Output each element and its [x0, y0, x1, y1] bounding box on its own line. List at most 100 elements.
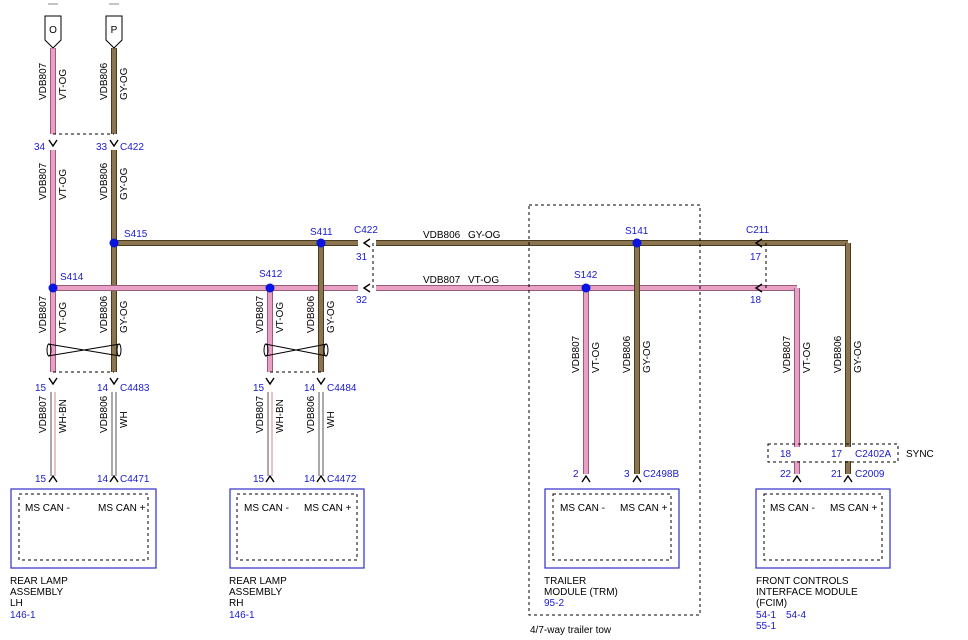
connector-id: C2009 — [855, 469, 885, 480]
wire-circuit-label: VDB807 — [38, 395, 49, 433]
pin-label-ms-can-plus: MS CAN + — [620, 503, 668, 514]
pin-number: 22 — [780, 469, 792, 480]
trailer-tow-label: 4/7-way trailer tow — [530, 625, 612, 636]
sync-label: SYNC — [906, 449, 934, 460]
wire-lower-lh — [50, 392, 117, 476]
module-name: ASSEMBLY — [10, 587, 63, 598]
wire-color-label: GY-OG — [326, 300, 337, 333]
pin-label-ms-can-plus: MS CAN + — [98, 503, 146, 514]
pin-numbers: 34 33 31 32 17 18 15 14 15 14 15 14 15 1… — [34, 142, 843, 485]
connector-id: C4472 — [327, 474, 357, 485]
wire-circuit-label: VDB806 — [306, 295, 317, 333]
pin-number: 17 — [831, 449, 843, 460]
splice-s414 — [48, 283, 58, 293]
wire-circuit-label: VDB807 — [782, 335, 793, 373]
pin-number: 18 — [750, 295, 762, 306]
wire-circuit-label: VDB806 — [99, 395, 110, 433]
connector-id: C4483 — [120, 383, 150, 394]
wire-circuit-label: VDB806 — [833, 335, 844, 373]
pin-label-ms-can-plus: MS CAN + — [830, 503, 878, 514]
wire-rh-verticals — [267, 243, 324, 372]
wire-circuit-label: VDB806 — [99, 295, 110, 333]
wire-circuit-label: VDB807 — [255, 395, 266, 433]
wire-circuit-label: VDB807 — [38, 295, 49, 333]
pin-number: 34 — [34, 142, 46, 153]
pin-number: 14 — [304, 383, 316, 394]
wire-color-label: GY-OG — [468, 230, 501, 241]
wire-color-label: WH — [326, 411, 337, 428]
dashed-lines — [53, 133, 899, 616]
module-ref: 95-2 — [544, 598, 564, 609]
wire-color-label: GY-OG — [119, 167, 130, 200]
wire-color-label: GY-OG — [853, 340, 864, 373]
pin-label-ms-can-minus: MS CAN - — [770, 503, 815, 514]
splices — [48, 238, 642, 293]
pin-label-ms-can-plus: MS CAN + — [304, 503, 352, 514]
pin-number: 31 — [356, 252, 368, 263]
module-name: TRAILER — [544, 576, 586, 587]
module-ref: 54-1 — [756, 610, 776, 621]
module-trm: MS CAN - MS CAN + TRAILER MODULE (TRM) 9… — [544, 488, 680, 609]
pin-number: 2 — [573, 469, 579, 480]
pin-label-ms-can-minus: MS CAN - — [244, 503, 289, 514]
wire-color-label: VT-OG — [275, 302, 286, 333]
splice-label: S411 — [310, 227, 333, 238]
connector-id: C211 — [746, 225, 770, 236]
wire-circuit-label: VDB807 — [38, 62, 49, 100]
pin-number: 15 — [253, 383, 265, 394]
module-ref: 55-1 — [756, 621, 776, 632]
wire-color-label: VT-OG — [58, 302, 69, 333]
wire-circuit-label: VDB807 — [423, 275, 461, 286]
wire-circuit-label: VDB806 — [622, 335, 633, 373]
module-name: FRONT CONTROLS — [756, 576, 849, 587]
vertical-wire-labels: VDB807 VT-OG VDB806 GY-OG VDB807 VT-OG V… — [38, 62, 864, 433]
wire-color-label: VT-OG — [468, 275, 499, 286]
wire-color-label: GY-OG — [642, 340, 653, 373]
wire-color-label: WH-BN — [58, 399, 69, 433]
connector-id: C4471 — [120, 474, 150, 485]
module-name: REAR LAMP — [229, 576, 287, 587]
connector-id: C422 — [354, 225, 378, 236]
wires — [46, 48, 851, 476]
pin-number: 15 — [253, 474, 265, 485]
pin-number: 18 — [780, 449, 792, 460]
splice-label: S142 — [574, 270, 598, 281]
wire-circuit-label: VDB806 — [423, 230, 461, 241]
connector-p-label: P — [111, 25, 118, 36]
horizontal-wire-labels: VDB806 GY-OG VDB807 VT-OG — [423, 230, 501, 286]
wire-color-label: GY-OG — [119, 300, 130, 333]
splice-s412 — [265, 283, 275, 293]
connector-ids: C422 C422 C211 C4483 C4471 C4484 C4472 C… — [120, 142, 891, 485]
module-ref: 146-1 — [10, 610, 36, 621]
pin-number: 21 — [831, 469, 843, 480]
splice-label: S141 — [625, 226, 649, 237]
pin-number: 15 — [35, 474, 47, 485]
module-name: INTERFACE MODULE — [756, 587, 858, 598]
pin-number: 15 — [35, 383, 47, 394]
module-name: RH — [229, 598, 243, 609]
connector-p: P — [105, 3, 123, 49]
connector-o: O — [44, 3, 62, 49]
pin-number: 14 — [304, 474, 316, 485]
pin-label-ms-can-minus: MS CAN - — [560, 503, 605, 514]
wire-color-label: VT-OG — [58, 169, 69, 200]
wire-circuit-label: VDB807 — [571, 335, 582, 373]
splice-s142 — [581, 283, 591, 293]
splice-s141 — [632, 238, 642, 248]
module-fcim: MS CAN - MS CAN + FRONT CONTROLS INTERFA… — [755, 488, 891, 632]
splice-s411 — [316, 238, 326, 248]
pin-number: 17 — [750, 252, 762, 263]
connector-o-label: O — [49, 25, 57, 36]
splice-s415 — [109, 238, 119, 248]
module-ref: 146-1 — [229, 610, 255, 621]
connector-id: C2498B — [643, 469, 679, 480]
wire-circuit-label: VDB807 — [38, 162, 49, 200]
connector-id: C4484 — [327, 383, 357, 394]
wire-trm-verticals — [583, 243, 640, 474]
module-rear-lamp-lh: MS CAN - MS CAN + REAR LAMP ASSEMBLY LH … — [10, 488, 157, 621]
wire-circuit-label: VDB806 — [99, 62, 110, 100]
module-name: ASSEMBLY — [229, 587, 282, 598]
wire-color-label: VT-OG — [802, 342, 813, 373]
splice-label: S412 — [259, 269, 283, 280]
